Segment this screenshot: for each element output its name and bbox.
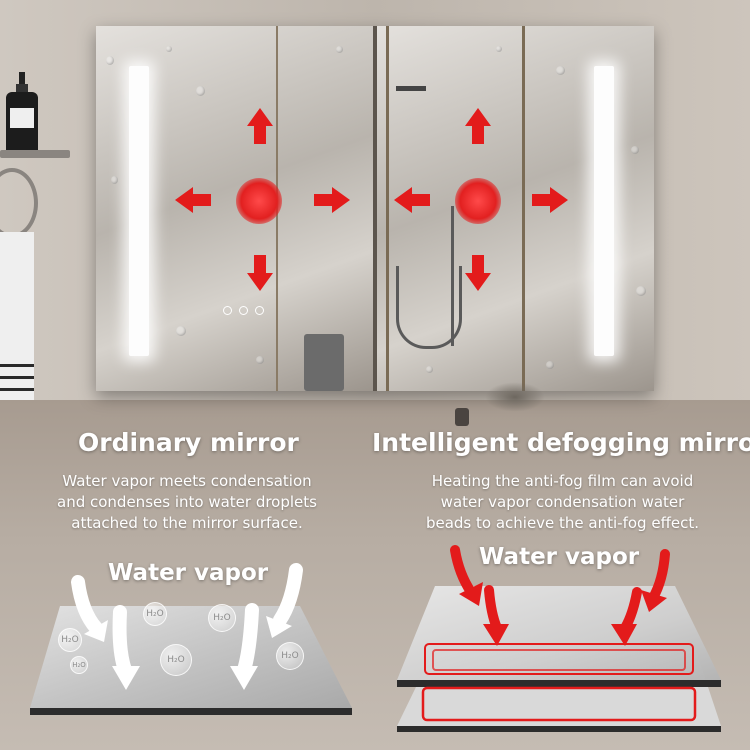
- description-line: attached to the mirror surface.: [71, 514, 303, 532]
- heat-arrows-overlay: [175, 108, 568, 291]
- water-molecule: H₂O: [143, 602, 167, 626]
- towel: [0, 232, 34, 400]
- arrow-head-icon: [230, 666, 258, 690]
- left-vapor-label: Water vapor: [108, 560, 269, 586]
- arrow-head-icon: [483, 624, 509, 646]
- heating-film-edge: [397, 726, 721, 732]
- water-molecule: H₂O: [70, 656, 88, 674]
- water-droplet: [496, 46, 502, 52]
- arrow-up-icon: [465, 108, 491, 144]
- arrow-left-icon: [175, 187, 211, 213]
- arrow-up-icon: [247, 108, 273, 144]
- water-droplet: [166, 46, 172, 52]
- left-led-strip: [129, 66, 149, 356]
- water-molecule-label: H₂O: [167, 655, 185, 665]
- mirror-seam: [373, 26, 377, 391]
- left-title: Ordinary mirror: [78, 428, 299, 457]
- shower-towel: [304, 334, 344, 391]
- heating-trace: [424, 643, 694, 675]
- touch-button[interactable]: [239, 306, 248, 315]
- water-droplet: [636, 286, 646, 296]
- water-droplet: [256, 356, 264, 364]
- water-droplet: [106, 56, 114, 65]
- touch-button[interactable]: [223, 306, 232, 315]
- heating-trace: [421, 686, 697, 722]
- shower-hose: [396, 266, 462, 349]
- arrow-down-icon: [247, 255, 273, 291]
- water-molecule: H₂O: [160, 644, 192, 676]
- left-description: Water vapor meets condensation and conde…: [22, 471, 352, 534]
- description-line: beads to achieve the anti-fog effect.: [425, 514, 700, 532]
- mirror-cabinet: [96, 26, 654, 391]
- water-droplet: [196, 86, 205, 96]
- shower-frame: [386, 26, 389, 391]
- arrow-head-icon: [266, 616, 292, 638]
- water-droplet: [546, 361, 554, 369]
- wall-shelf: [0, 150, 70, 158]
- arrow-left-icon: [394, 187, 430, 213]
- shower-frame: [522, 26, 525, 391]
- mirror-edge: [30, 708, 352, 715]
- soap-bottle: [6, 72, 38, 152]
- description-line: water vapor condensation water: [440, 493, 685, 511]
- mirror-edge: [397, 680, 721, 687]
- arrow-head-icon: [112, 666, 140, 690]
- water-molecule-label: H₂O: [61, 635, 79, 645]
- heating-trace: [432, 649, 686, 671]
- counter-plant: [485, 382, 545, 412]
- description-line: Water vapor meets condensation: [62, 472, 312, 490]
- water-molecule: H₂O: [208, 604, 236, 632]
- water-droplet: [176, 326, 186, 336]
- arrow-right-icon: [532, 187, 568, 213]
- description-line: Heating the anti-fog film can avoid: [431, 472, 694, 490]
- arrow-right-icon: [314, 187, 350, 213]
- water-molecule: H₂O: [276, 642, 304, 670]
- water-droplet: [426, 366, 433, 373]
- touch-button[interactable]: [255, 306, 264, 315]
- water-molecule-label: H₂O: [213, 613, 231, 623]
- heating-point-left: [236, 178, 282, 224]
- defogging-mirror-diagram: [397, 545, 721, 732]
- right-description: Heating the anti-fog film can avoid wate…: [390, 471, 735, 534]
- water-droplet: [111, 176, 118, 184]
- water-molecule-label: H₂O: [146, 609, 164, 619]
- arrow-down-icon: [465, 255, 491, 291]
- mirror-plate: [397, 586, 721, 680]
- water-droplet: [631, 146, 639, 154]
- right-vapor-label: Water vapor: [479, 544, 640, 570]
- right-led-strip: [594, 66, 614, 356]
- water-molecule-label: H₂O: [281, 651, 299, 661]
- water-droplet: [336, 46, 343, 53]
- right-title: Intelligent defogging mirror: [372, 428, 750, 457]
- water-molecule-label: H₂O: [72, 661, 86, 669]
- arrow-head-icon: [459, 582, 483, 606]
- arrow-head-icon: [611, 624, 637, 646]
- water-droplet: [556, 66, 565, 75]
- arrow-head-icon: [84, 620, 108, 642]
- description-line: and condenses into water droplets: [57, 493, 317, 511]
- heating-point-right: [455, 178, 501, 224]
- counter-vase: [455, 408, 469, 426]
- arrow-head-icon: [641, 590, 667, 612]
- shower-head: [396, 86, 426, 91]
- water-molecule: H₂O: [58, 628, 82, 652]
